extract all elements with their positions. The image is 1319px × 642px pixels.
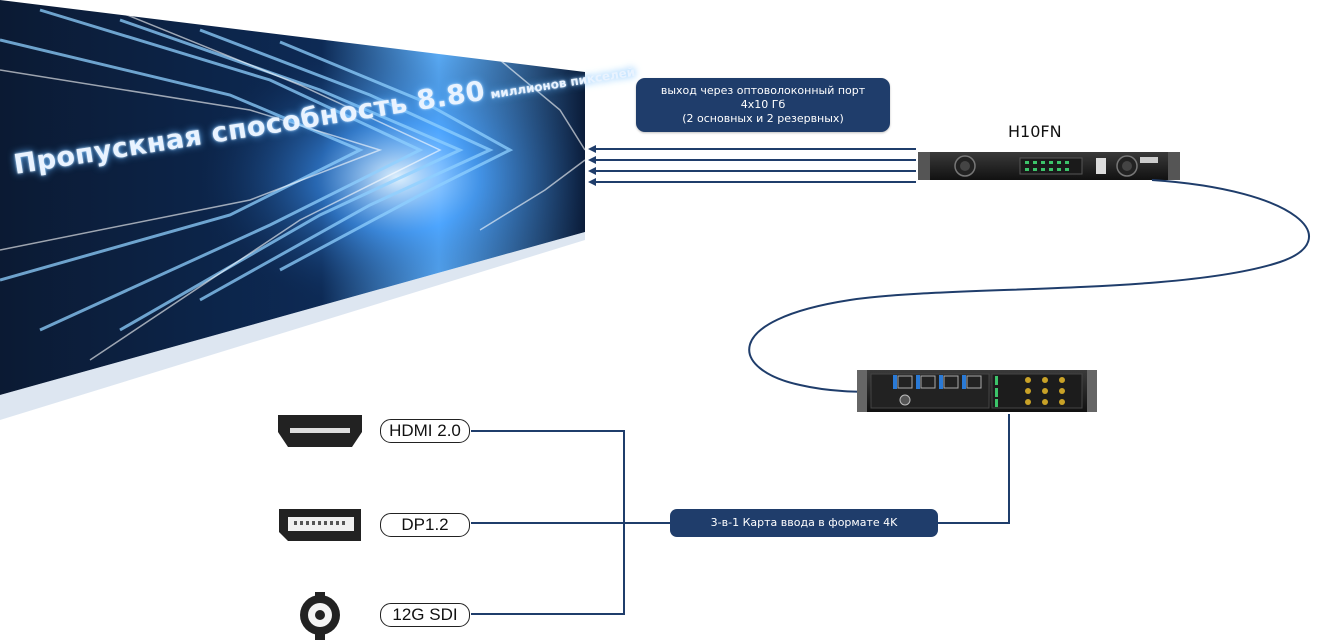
- hdmi-connector-icon: [278, 415, 362, 447]
- led-video-wall: [0, 0, 585, 420]
- dp-label: DP1.2: [380, 513, 470, 537]
- input-links: [471, 414, 1010, 615]
- fiber-callout-line2: 4x10 Гб: [740, 98, 786, 111]
- fiber-links: [588, 145, 916, 186]
- fiber-output-callout: выход через оптоволоконный порт 4x10 Гб …: [636, 78, 890, 132]
- hdmi-label: HDMI 2.0: [380, 419, 470, 443]
- h10fn-device: [918, 152, 1180, 180]
- displayport-connector-icon: [279, 509, 361, 541]
- fiber-callout-line3: (2 основных и 2 резервных): [682, 112, 844, 125]
- input-card-label: 3-в-1 Карта ввода в формате 4K: [670, 509, 938, 537]
- fiber-cable-loop: [748, 179, 1310, 393]
- processor-device: [857, 370, 1097, 412]
- fiber-callout-line1: выход через оптоволоконный порт: [660, 84, 866, 97]
- sdi-label: 12G SDI: [380, 603, 470, 627]
- h10fn-label: H10FN: [1008, 122, 1062, 141]
- bnc-connector-icon: [300, 592, 340, 640]
